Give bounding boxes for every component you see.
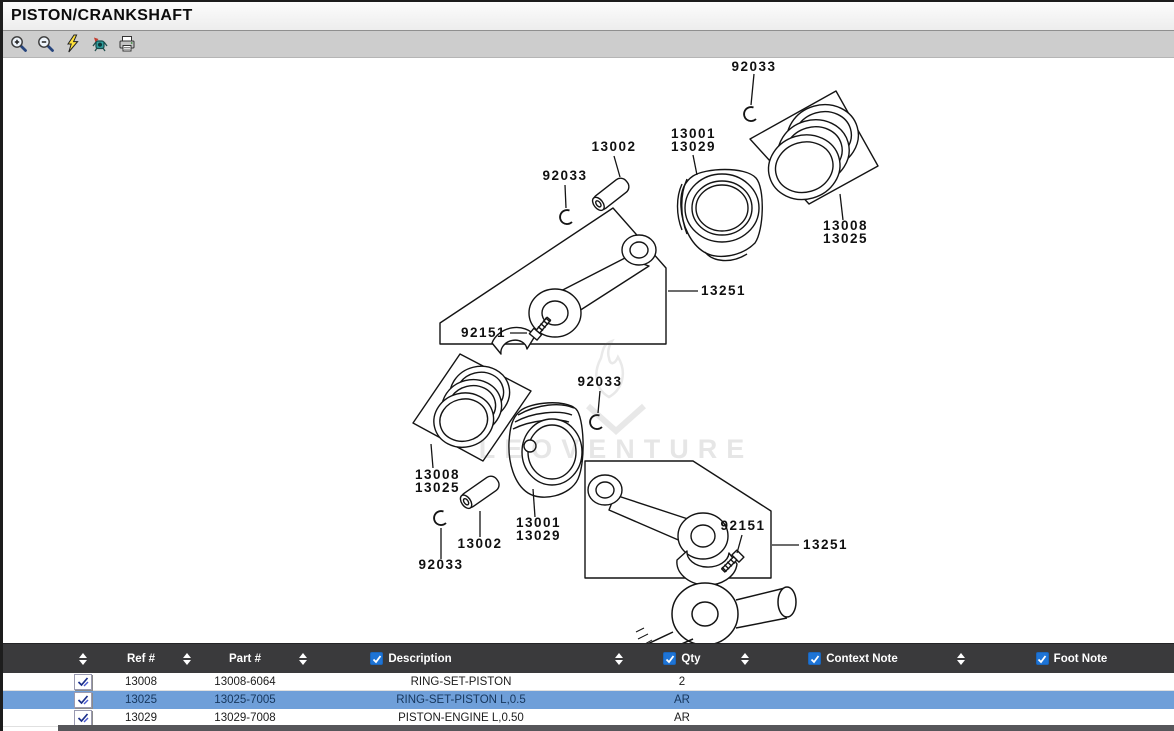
flash-icon[interactable] xyxy=(62,34,83,55)
sort-toggle-ref[interactable] xyxy=(183,652,191,665)
crankshaft xyxy=(635,582,797,645)
connecting-rod-lower xyxy=(587,474,738,586)
part-label-13251-upper[interactable]: 13251 xyxy=(701,283,746,298)
part-label-13025-lower[interactable]: 13025 xyxy=(415,480,460,495)
part-label-13008-upper[interactable]: 13008 xyxy=(823,218,868,233)
foot-note-column-checkbox[interactable] xyxy=(1035,652,1049,665)
sort-toggle-qty[interactable] xyxy=(741,652,749,665)
row-edit-check-button[interactable] xyxy=(74,691,92,708)
part-label-92033-top[interactable]: 92033 xyxy=(731,59,776,74)
zoom-out-icon[interactable] xyxy=(35,34,56,55)
column-header-ref[interactable]: Ref # xyxy=(126,652,156,665)
horizontal-scrollbar[interactable] xyxy=(58,725,1174,731)
toolbar xyxy=(3,31,1174,58)
piston-lower xyxy=(508,402,584,498)
part-label-92033-upper-mid[interactable]: 92033 xyxy=(542,168,587,183)
part-label-13002-upper[interactable]: 13002 xyxy=(591,139,636,154)
group-box-conrod-lower xyxy=(584,460,772,579)
context-note-column-checkbox[interactable] xyxy=(808,652,822,665)
description-column-checkbox[interactable] xyxy=(370,652,384,665)
qty-column-checkbox[interactable] xyxy=(663,652,677,665)
part-label-92151-lower[interactable]: 92151 xyxy=(720,518,765,533)
part-label-92033-lower-right[interactable]: 92033 xyxy=(577,374,622,389)
part-label-13251-lower[interactable]: 13251 xyxy=(803,537,848,552)
leader-lines xyxy=(430,73,844,559)
column-header-part[interactable]: Part # xyxy=(229,652,261,665)
circlip-lower-right xyxy=(589,414,603,430)
description-cell: RING-SET-PISTON L,0.5 xyxy=(396,693,526,706)
circlip-top xyxy=(743,106,757,122)
part-label-92033-lower-left[interactable]: 92033 xyxy=(418,557,463,572)
qty-cell: AR xyxy=(674,693,690,706)
part-label-13002-lower[interactable]: 13002 xyxy=(457,536,502,551)
part-cell: 13029-7008 xyxy=(214,711,276,724)
qty-cell: AR xyxy=(674,711,690,724)
piston-pin-lower xyxy=(459,475,500,510)
sort-toggle-select[interactable] xyxy=(79,652,87,665)
parts-table: Ref # Part # Description Qty Context Not… xyxy=(3,643,1174,731)
description-cell: PISTON-ENGINE L,0.50 xyxy=(398,711,524,724)
row-edit-check-button[interactable] xyxy=(74,709,92,726)
cap-bolt-upper xyxy=(528,316,552,341)
parts-diagram: LEOVENTURE 92033 xyxy=(412,59,879,645)
part-cell: 13008-6064 xyxy=(214,675,276,688)
watermark: LEOVENTURE xyxy=(479,338,754,464)
piston-upper xyxy=(676,168,763,262)
ring-set-lower xyxy=(433,365,511,449)
column-header-description[interactable]: Description xyxy=(311,652,511,665)
part-label-13001-upper[interactable]: 13001 xyxy=(671,126,716,141)
ref-cell: 13029 xyxy=(125,711,157,724)
table-row-selected[interactable]: 13025 13025-7005 RING-SET-PISTON L,0.5 A… xyxy=(3,691,1174,709)
circlip-lower-left xyxy=(433,510,447,526)
part-label-13029-upper[interactable]: 13029 xyxy=(671,139,716,154)
sort-toggle-part[interactable] xyxy=(299,652,307,665)
print-icon[interactable] xyxy=(116,34,137,55)
column-header-qty[interactable]: Qty xyxy=(627,652,737,665)
part-label-13008-lower[interactable]: 13008 xyxy=(415,467,460,482)
column-header-foot-note[interactable]: Foot Note xyxy=(969,652,1174,665)
sort-toggle-context-note[interactable] xyxy=(957,652,965,665)
group-box-ringset-lower xyxy=(412,353,532,462)
sort-toggle-description[interactable] xyxy=(615,652,623,665)
connecting-rod-upper xyxy=(491,234,657,355)
capture-tool-icon[interactable] xyxy=(89,34,110,55)
ring-set-upper xyxy=(767,103,860,201)
ref-cell: 13025 xyxy=(125,693,157,706)
zoom-in-icon[interactable] xyxy=(8,34,29,55)
description-cell: RING-SET-PISTON xyxy=(410,675,512,688)
page-title: PISTON/CRANKSHAFT xyxy=(11,7,193,24)
part-cell: 13025-7005 xyxy=(214,693,276,706)
table-header-row: Ref # Part # Description Qty Context Not… xyxy=(3,643,1174,673)
circlip-upper-mid xyxy=(559,209,573,225)
part-label-13025-upper[interactable]: 13025 xyxy=(823,231,868,246)
part-label-13029-lower[interactable]: 13029 xyxy=(516,528,561,543)
part-label-92151-upper[interactable]: 92151 xyxy=(461,325,506,340)
ref-cell: 13008 xyxy=(125,675,157,688)
table-row[interactable]: 13008 13008-6064 RING-SET-PISTON 2 xyxy=(3,673,1174,691)
column-header-context-note[interactable]: Context Note xyxy=(753,652,953,665)
parts-diagram-area: LEOVENTURE 92033 xyxy=(3,58,1174,645)
row-edit-check-button[interactable] xyxy=(74,673,92,690)
watermark-text: LEOVENTURE xyxy=(479,434,754,464)
part-label-13001-lower[interactable]: 13001 xyxy=(516,515,561,530)
piston-pin-upper xyxy=(591,177,630,212)
title-bar: PISTON/CRANKSHAFT xyxy=(3,2,1174,31)
group-box-conrod-upper xyxy=(439,207,667,345)
cap-bolt-lower xyxy=(720,549,745,573)
qty-cell: 2 xyxy=(678,675,686,688)
